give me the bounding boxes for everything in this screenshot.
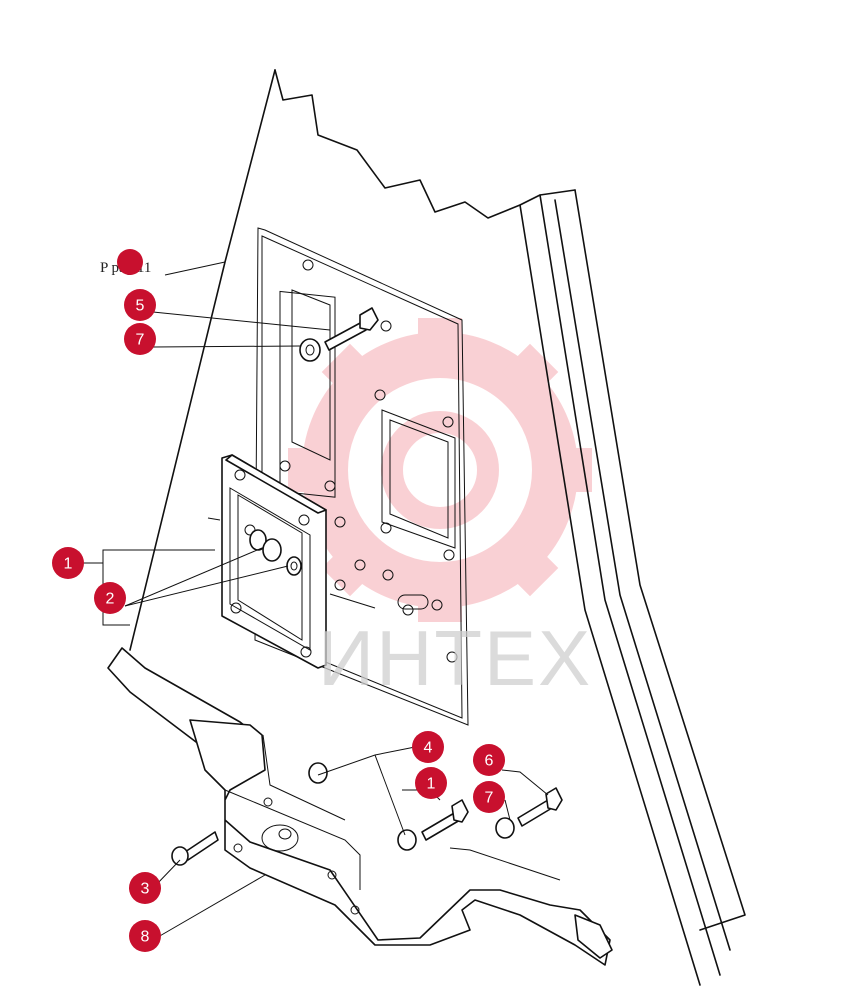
callout-badge-7-lower: 7: [473, 781, 505, 813]
watermark-text: ИНТЕХ: [318, 614, 592, 702]
svg-text:3: 3: [141, 881, 150, 898]
svg-text:5: 5: [136, 298, 145, 315]
svg-text:1: 1: [427, 776, 436, 793]
callout-badge-2: 2: [94, 582, 126, 614]
watermark-gear-icon: [288, 318, 592, 622]
upper-bolt: [299, 307, 379, 362]
callout-badge-8: 8: [129, 920, 161, 952]
svg-text:6: 6: [485, 753, 494, 770]
callout-badge-3: 3: [129, 872, 161, 904]
pedal-bracket: [107, 647, 613, 966]
callout-badge-4: 4: [412, 731, 444, 763]
svg-text:1: 1: [64, 556, 73, 573]
lower-fasteners: [171, 762, 563, 866]
svg-text:7: 7: [136, 332, 145, 349]
svg-text:8: 8: [141, 929, 150, 946]
reference-badge-icon: [117, 249, 143, 275]
switch-housing: [221, 454, 376, 669]
svg-text:4: 4: [424, 740, 433, 757]
callout-badge-7-upper: 7: [124, 323, 156, 355]
callout-badge-1-upper: 1: [52, 547, 84, 579]
callout-badge-6: 6: [473, 744, 505, 776]
bushing-parts: [249, 529, 302, 576]
callout-badge-1-lower: 1: [415, 767, 447, 799]
svg-text:7: 7: [485, 790, 494, 807]
callout-badge-5: 5: [124, 289, 156, 321]
svg-text:2: 2: [106, 591, 115, 608]
